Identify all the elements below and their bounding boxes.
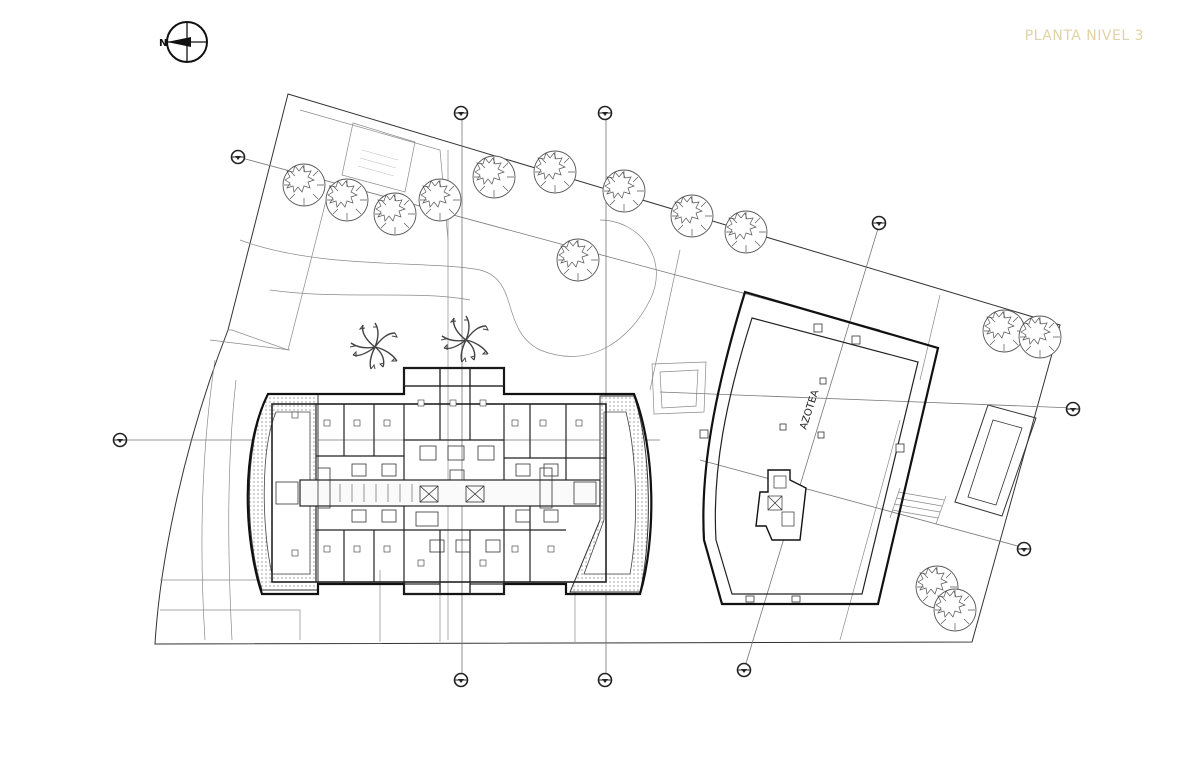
grid-axis-marker-icon	[597, 672, 613, 688]
tree-icon	[602, 169, 646, 213]
tree-icon	[472, 155, 516, 199]
tree-icon	[282, 163, 326, 207]
roof-label: AZOTEA	[798, 389, 821, 431]
grid-axis-marker-icon	[736, 662, 752, 678]
tree-icon	[1018, 315, 1062, 359]
trees	[282, 150, 1062, 632]
page-title: PLANTA NIVEL 3	[1024, 28, 1144, 44]
main-building	[246, 366, 653, 596]
tree-icon	[670, 194, 714, 238]
grid-axis-marker-icon	[453, 105, 469, 121]
palm-tree-icon	[349, 322, 398, 370]
grid-axis-marker-icon	[597, 105, 613, 121]
tree-icon	[373, 192, 417, 236]
tree-icon	[325, 178, 369, 222]
north-label: N	[159, 38, 167, 49]
tree-icon	[556, 238, 600, 282]
grid-axis-marker-icon	[112, 432, 128, 448]
grid-axis-marker-icon	[871, 215, 887, 231]
palms	[349, 315, 489, 370]
tree-icon	[933, 588, 977, 632]
north-arrow-icon: N	[159, 21, 208, 63]
tree-icon	[982, 309, 1026, 353]
tree-icon	[533, 150, 577, 194]
grid-axis-marker-icon	[1065, 401, 1081, 417]
grid-axis-marker-icon	[453, 672, 469, 688]
site-boundary	[154, 93, 1061, 645]
grid-axis-marker-icon	[1016, 541, 1032, 557]
grid-axis-marker-icon	[230, 149, 246, 165]
rooftop-building: AZOTEA	[651, 290, 940, 606]
tree-icon	[418, 178, 462, 222]
tree-icon	[724, 210, 768, 254]
